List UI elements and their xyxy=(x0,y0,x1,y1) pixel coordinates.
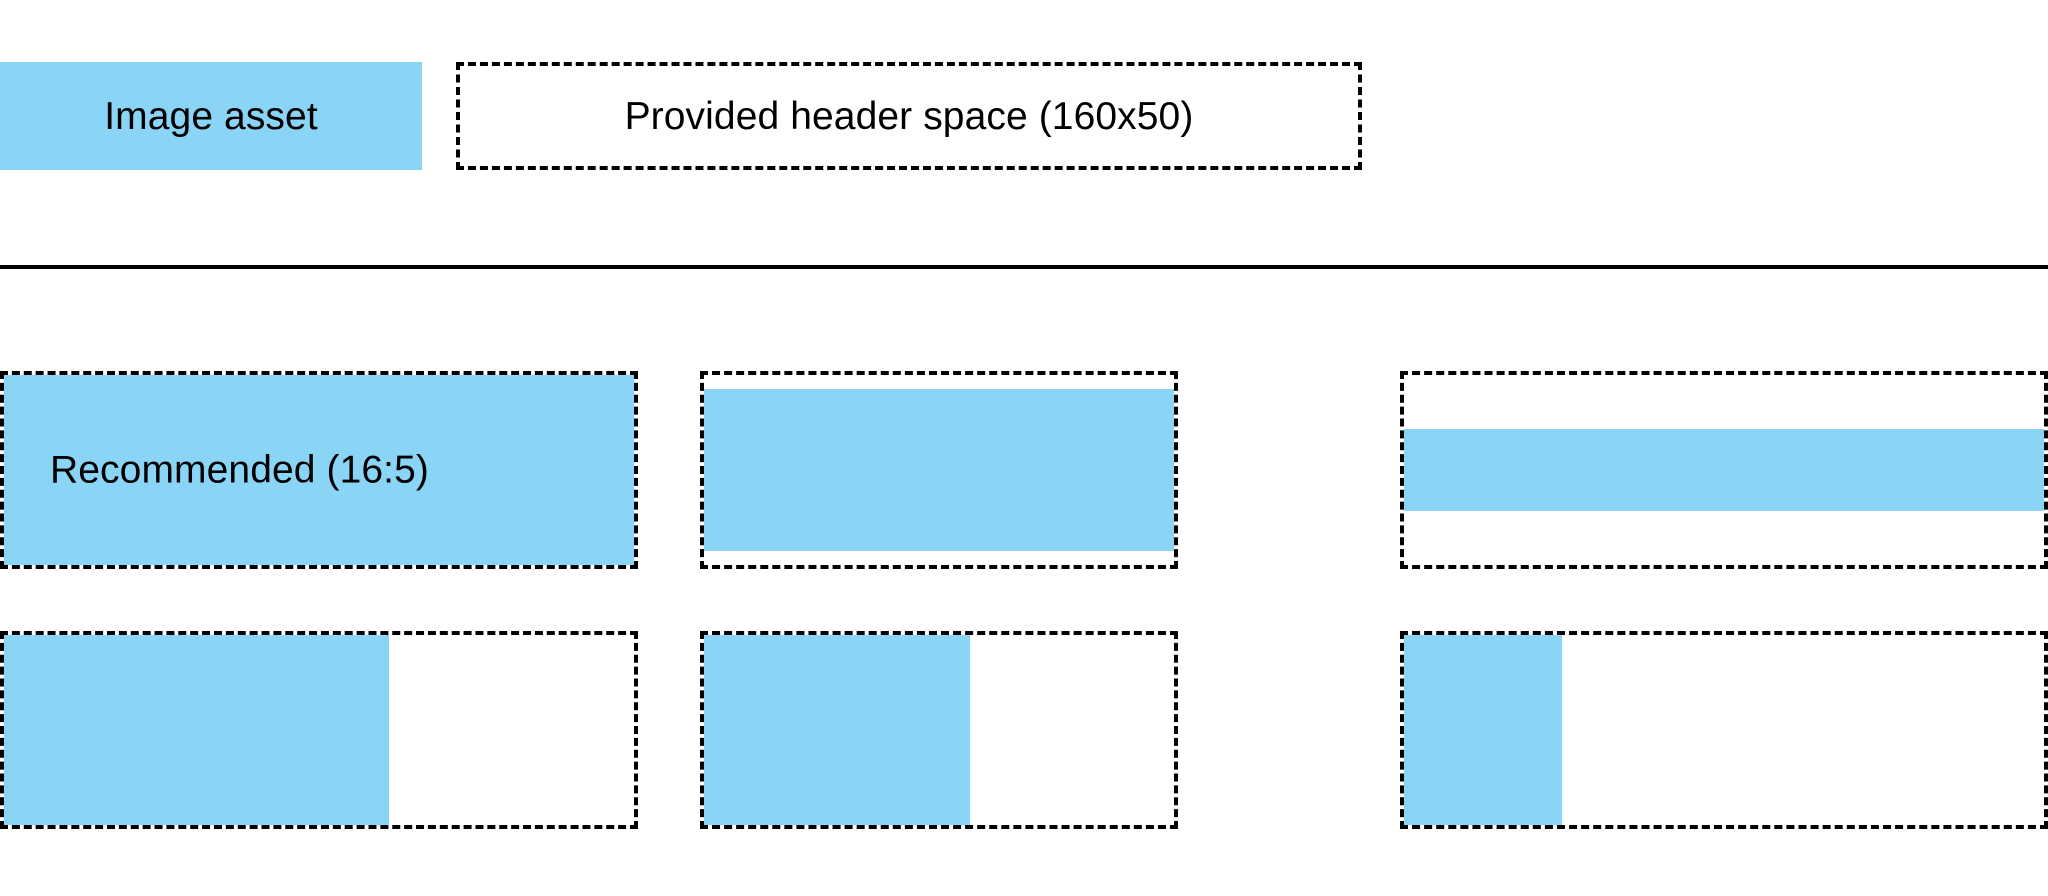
image-asset-fill xyxy=(4,375,634,565)
image-asset-fill xyxy=(1404,635,1562,825)
example-wide-short-inset xyxy=(700,371,1178,569)
example-partial-fill-small xyxy=(1400,631,2048,829)
image-asset-fill xyxy=(4,635,389,825)
example-recommended-16-5: Recommended (16:5) xyxy=(0,371,638,569)
image-asset-fill xyxy=(704,389,1174,551)
provided-header-space-label: Provided header space (160x50) xyxy=(624,94,1194,138)
example-partial-fill-medium xyxy=(700,631,1178,829)
example-wide-thin-band xyxy=(1400,371,2048,569)
image-asset-swatch: Image asset xyxy=(0,62,422,170)
image-asset-fill xyxy=(704,635,970,825)
section-divider xyxy=(0,265,2048,269)
provided-header-space-box: Provided header space (160x50) xyxy=(456,62,1362,170)
example-grid: Recommended (16:5) xyxy=(0,371,2048,831)
image-asset-fill xyxy=(1404,429,2044,511)
recommended-ratio-label: Recommended (16:5) xyxy=(50,448,429,492)
image-asset-label: Image asset xyxy=(104,94,318,138)
example-partial-fill-large xyxy=(0,631,638,829)
legend-row: Image asset Provided header space (160x5… xyxy=(0,62,2048,170)
